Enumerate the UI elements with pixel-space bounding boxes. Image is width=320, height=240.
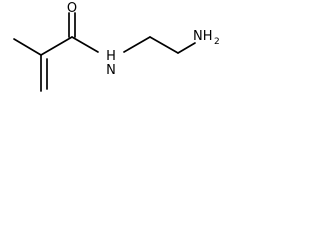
- bonds: [13, 12, 196, 92]
- bond-methyl-alpha: [13, 38, 42, 56]
- atom-labels: O N H NH 2: [67, 1, 220, 78]
- bond-alpha-carbonyl: [40, 36, 73, 56]
- bond-ch2-ch2: [149, 36, 179, 54]
- structure-diagram: O N H NH 2: [13, 1, 220, 92]
- bond-carbonyl-nitrogen: [71, 36, 99, 53]
- oxygen-label: O: [67, 1, 77, 16]
- amide-nitrogen-label: N: [106, 63, 116, 78]
- bond-ch2-amine: [177, 42, 196, 54]
- amine-subscript-label: 2: [214, 37, 220, 47]
- bond-nitrogen-ch2: [123, 36, 151, 53]
- amide-hydrogen-label: H: [106, 49, 116, 64]
- amine-group-label: NH: [193, 29, 213, 44]
